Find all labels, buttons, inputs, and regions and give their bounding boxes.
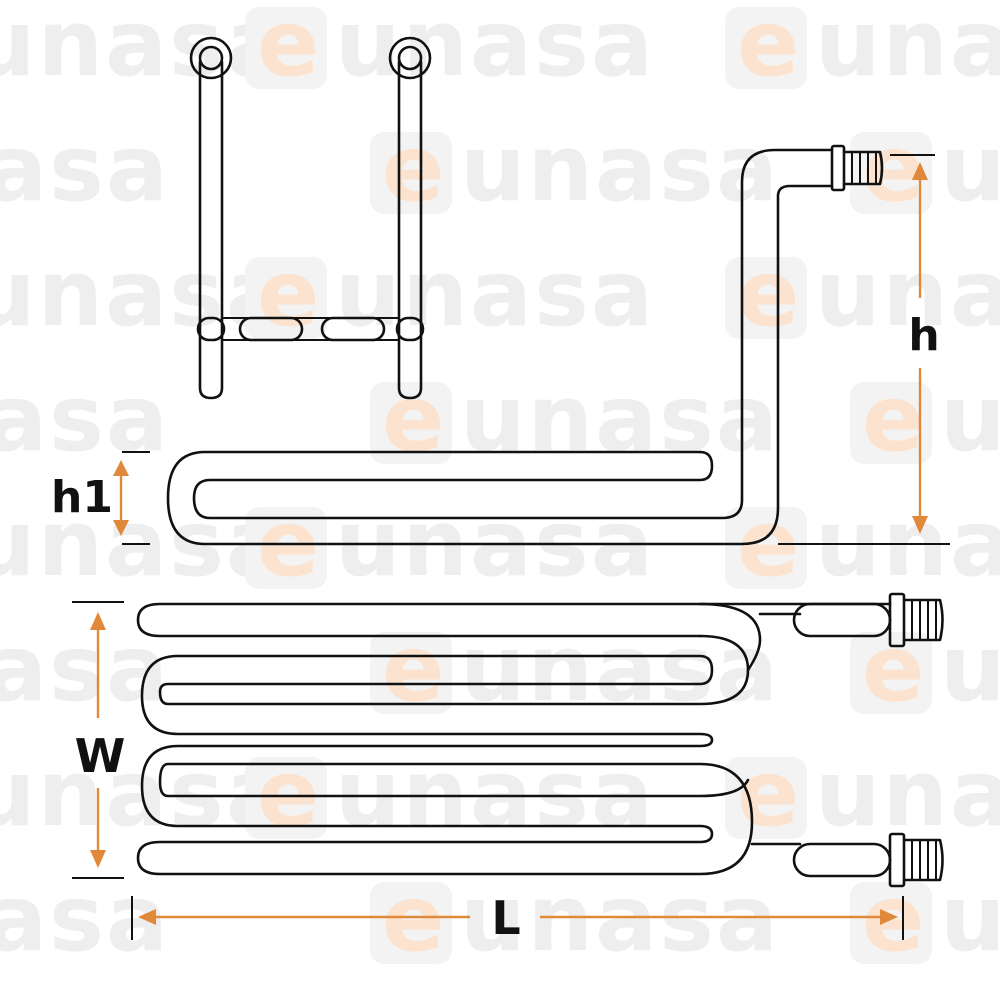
svg-text:e: e: [257, 740, 319, 847]
svg-text:unasa: unasa: [0, 0, 290, 97]
threaded-terminal-top: [830, 144, 884, 192]
threaded-terminal-lower: [888, 832, 944, 888]
support-bracket: [189, 36, 432, 400]
dimension-w: W: [75, 612, 126, 868]
svg-text:unasa: unasa: [815, 240, 1000, 347]
svg-text:e: e: [737, 240, 799, 347]
svg-text:unasa: unasa: [815, 740, 1000, 847]
extension-lines: [72, 154, 950, 940]
svg-text:e: e: [862, 615, 924, 722]
svg-text:unasa: unasa: [335, 740, 655, 847]
side-view-element: [166, 144, 884, 546]
top-view-element: [136, 592, 944, 888]
svg-text:unasa: unasa: [0, 615, 170, 722]
svg-text:unasa: unasa: [940, 115, 1000, 222]
svg-text:e: e: [862, 115, 924, 222]
dimension-h1: h1: [51, 460, 129, 536]
svg-text:unasa: unasa: [460, 365, 780, 472]
svg-text:unasa: unasa: [460, 865, 780, 972]
dimension-label-h: h: [908, 310, 939, 361]
svg-text:e: e: [257, 0, 319, 97]
svg-text:unasa: unasa: [0, 115, 170, 222]
dimension-h: h: [908, 162, 940, 534]
svg-text:unasa: unasa: [0, 365, 170, 472]
svg-text:unasa: unasa: [460, 615, 780, 722]
threaded-terminal-upper: [888, 592, 944, 648]
svg-text:e: e: [737, 0, 799, 97]
svg-text:unasa: unasa: [0, 740, 290, 847]
svg-text:unasa: unasa: [815, 0, 1000, 97]
dimension-label-l: L: [491, 891, 520, 945]
svg-text:unasa: unasa: [940, 365, 1000, 472]
svg-text:e: e: [382, 365, 444, 472]
svg-text:unasa: unasa: [940, 615, 1000, 722]
svg-text:e: e: [862, 365, 924, 472]
svg-text:e: e: [382, 115, 444, 222]
dimension-label-w: W: [75, 729, 126, 783]
svg-text:e: e: [382, 865, 444, 972]
dimension-l: L: [138, 891, 898, 945]
dimension-label-h1: h1: [51, 472, 113, 523]
svg-text:unasa: unasa: [460, 115, 780, 222]
svg-text:unasa: unasa: [335, 240, 655, 347]
svg-text:unasa: unasa: [335, 0, 655, 97]
svg-text:e: e: [382, 615, 444, 722]
svg-text:e: e: [257, 240, 319, 347]
svg-text:unasa: unasa: [940, 865, 1000, 972]
svg-text:unasa: unasa: [0, 865, 170, 972]
